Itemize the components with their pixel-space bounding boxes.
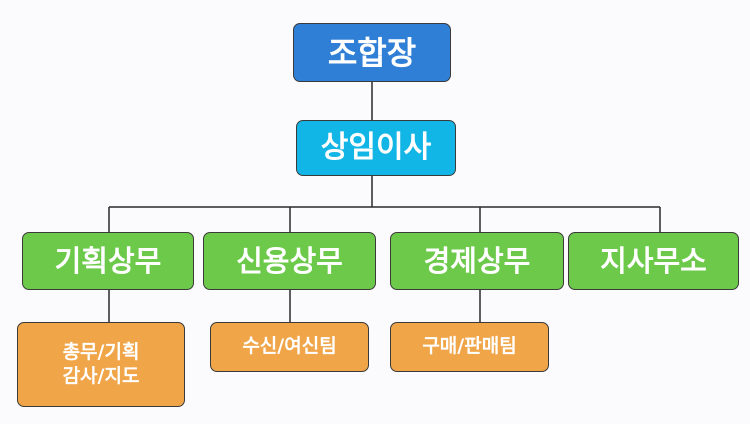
node-root: 조합장 xyxy=(293,23,451,82)
node-executive: 상임이사 xyxy=(296,120,456,176)
node-team-credit: 수신/여신팀 xyxy=(210,322,369,372)
node-branch-office: 지사무소 xyxy=(568,232,739,290)
node-team-economy: 구매/판매팀 xyxy=(390,322,549,372)
node-department-economy: 경제상무 xyxy=(390,232,564,290)
team-planning-line-2: 감사/지도 xyxy=(62,364,140,387)
node-department-credit: 신용상무 xyxy=(203,232,376,290)
node-department-planning: 기획상무 xyxy=(22,232,194,290)
team-planning-line-1: 총무/기획 xyxy=(62,340,140,363)
node-team-planning: 총무/기획 감사/지도 xyxy=(17,322,185,407)
